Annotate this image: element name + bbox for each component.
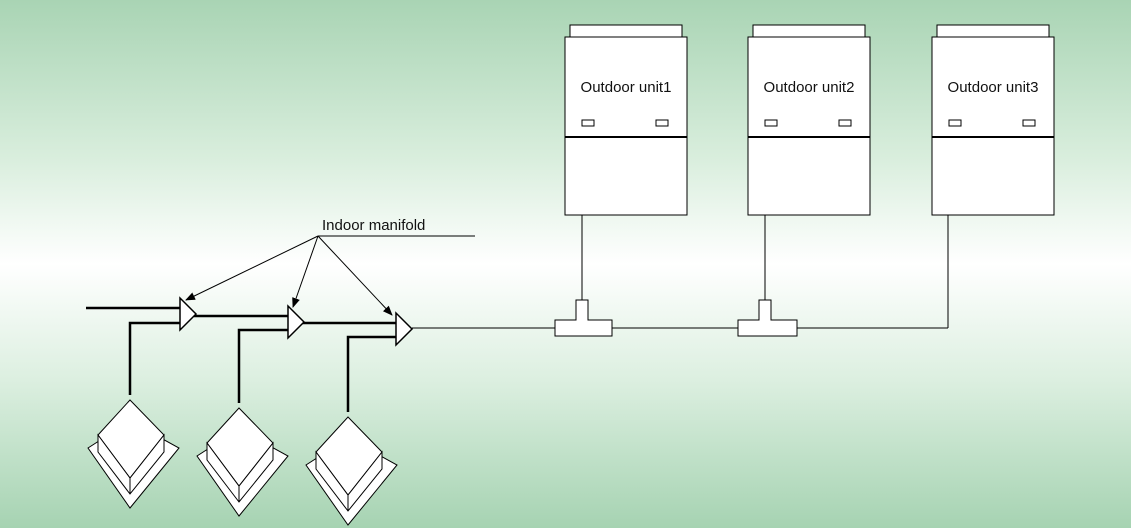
indoor-manifold-3 [395,311,414,347]
indoor-unit-1 [87,399,180,509]
vent-slot-icon [1022,119,1036,127]
outdoor-unit-2: Outdoor unit2 [747,24,871,216]
outdoor-unit-label: Outdoor unit3 [948,79,1039,96]
outdoor-piping [412,215,949,329]
outdoor-branch-joint-1 [554,299,613,337]
vent-slot-icon [764,119,778,127]
vent-slot-icon [838,119,852,127]
indoor-branch-pipes [128,321,396,412]
outdoor-branch-joint-2 [737,299,798,337]
outdoor-unit-label: Outdoor unit2 [764,79,855,96]
indoor-manifold-2 [287,304,306,340]
vent-slot-icon [655,119,669,127]
vent-slot-icon [948,119,962,127]
outdoor-unit-1: Outdoor unit1 [564,24,688,216]
indoor-unit-2 [196,407,289,517]
outdoor-unit-label: Outdoor unit1 [581,79,672,96]
outdoor-unit-3: Outdoor unit3 [931,24,1055,216]
indoor-main-pipe [86,306,396,325]
indoor-manifold-1 [179,296,198,332]
indoor-manifold-label: Indoor manifold [322,217,425,234]
indoor-unit-3 [305,416,398,526]
manifold-pointer-arrows [185,235,393,316]
vent-slot-icon [581,119,595,127]
